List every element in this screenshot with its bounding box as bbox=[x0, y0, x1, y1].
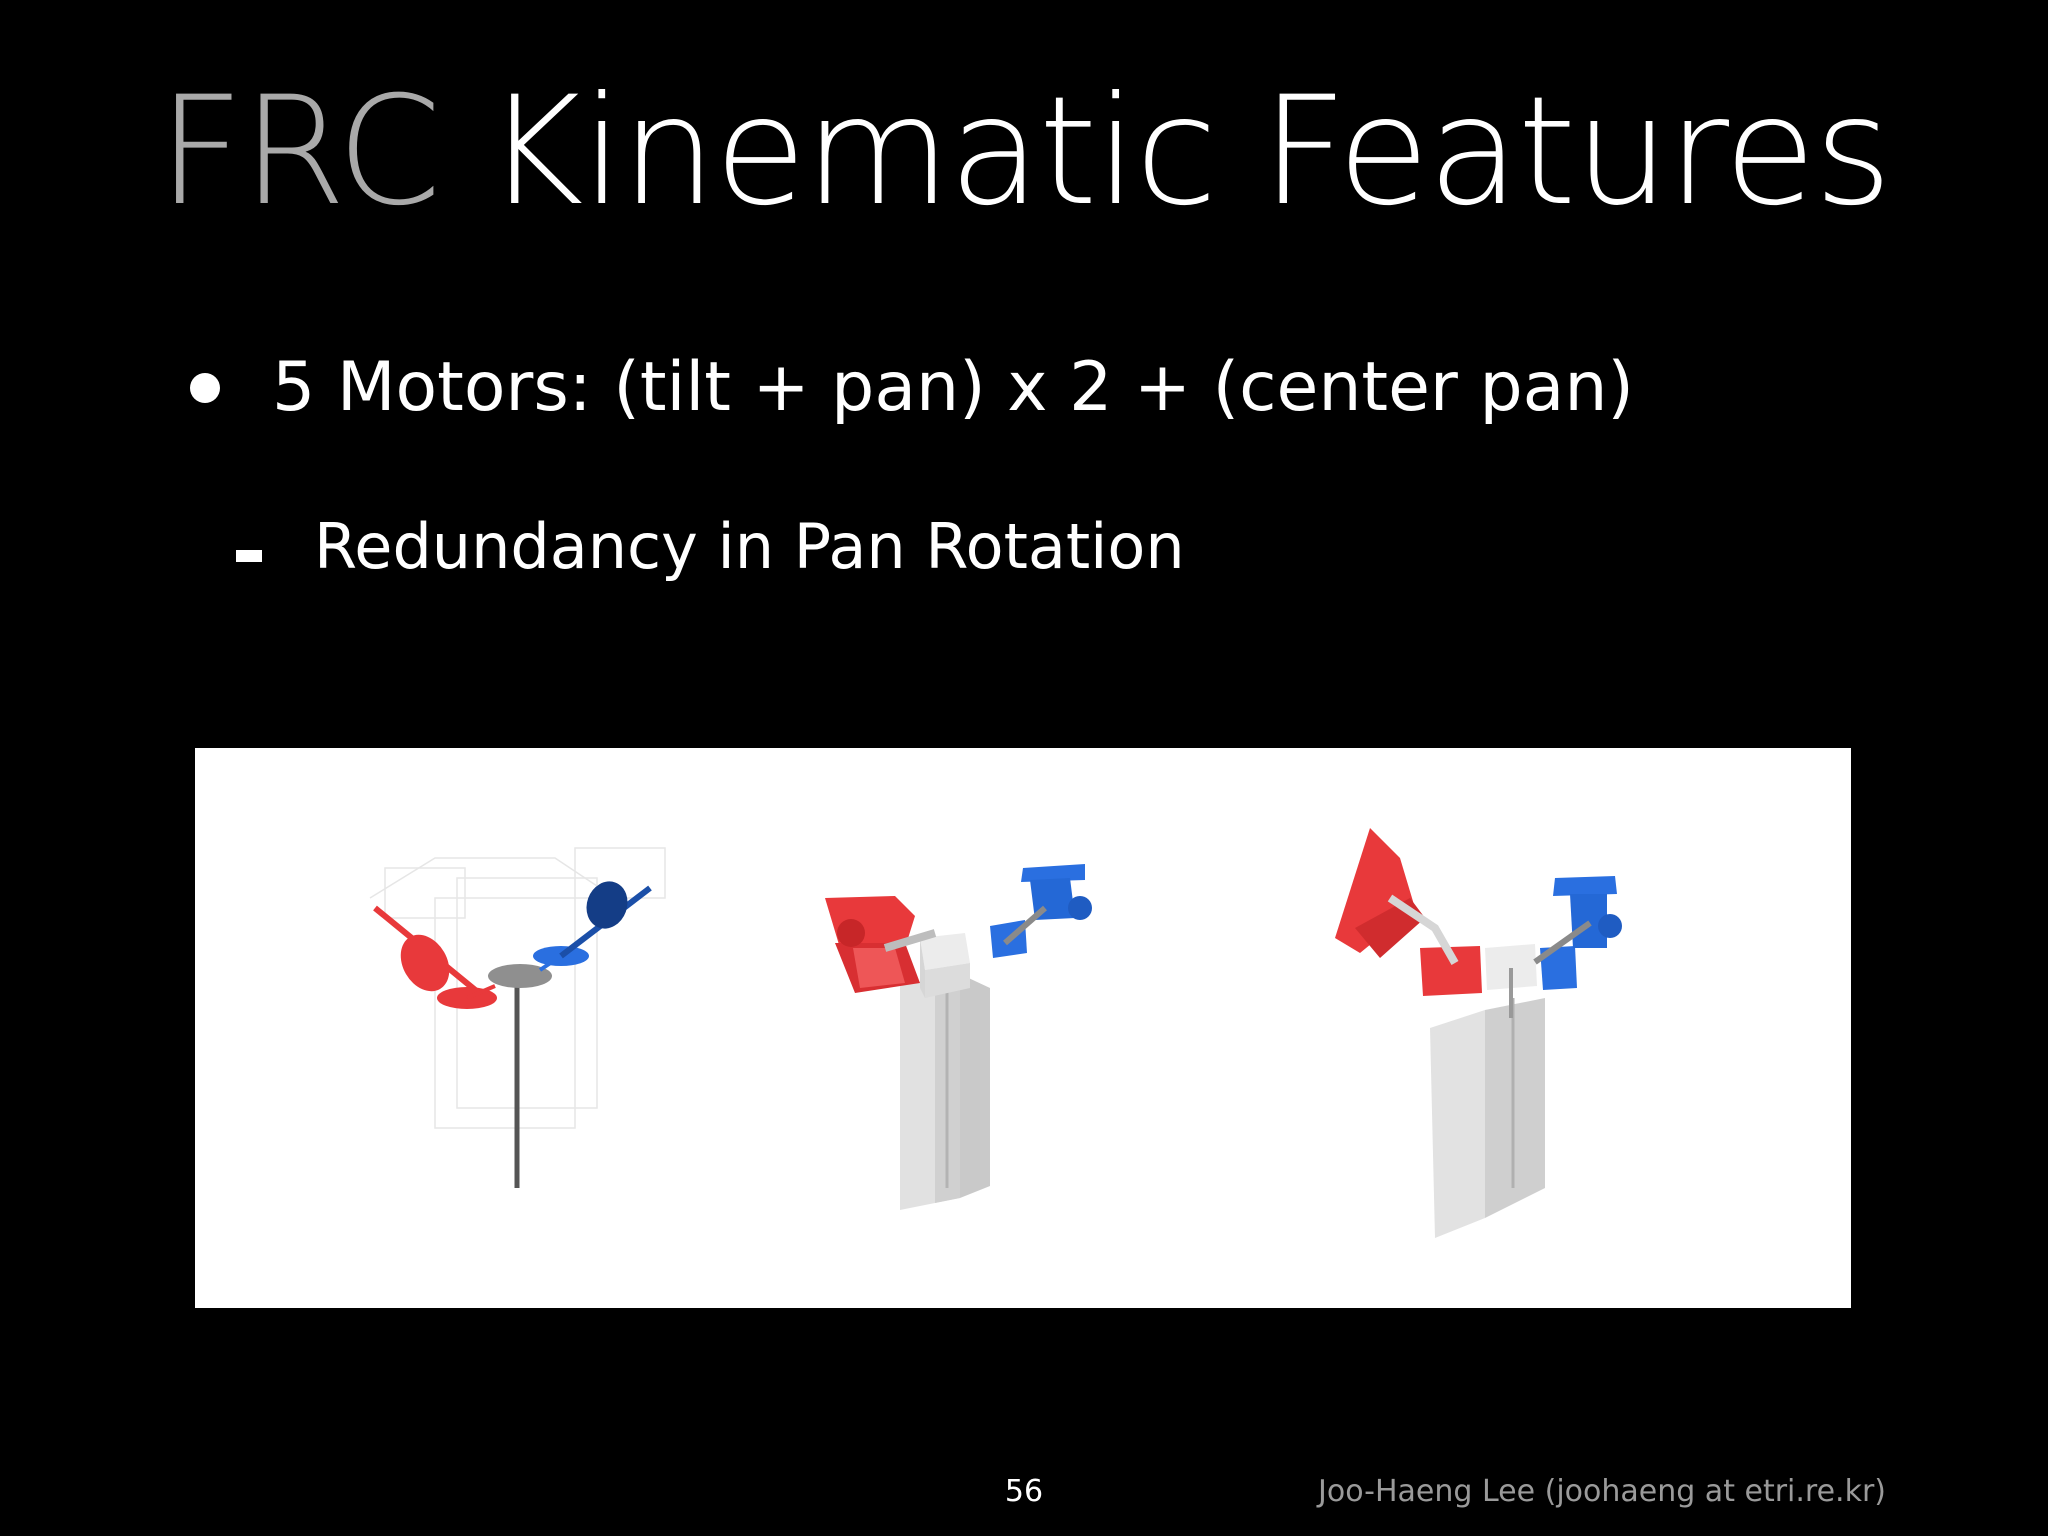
solid-model-pose-1 bbox=[825, 864, 1092, 1210]
author-credit: Joo-Haeng Lee (joohaeng at etri.re.kr) bbox=[1318, 1474, 1886, 1509]
bullet-text: 5 Motors: (tilt + pan) x 2 + (center pan… bbox=[272, 348, 1634, 427]
title-accent: FRC bbox=[157, 65, 442, 239]
dash-icon bbox=[236, 549, 262, 562]
page-number: 56 bbox=[1004, 1474, 1044, 1509]
sub-bullet-item: Redundancy in Pan Rotation bbox=[236, 510, 1185, 583]
bullet-item: 5 Motors: (tilt + pan) x 2 + (center pan… bbox=[190, 348, 1634, 427]
slide-title: FRC Kinematic Features bbox=[0, 70, 2048, 235]
title-main: Kinematic Features bbox=[485, 65, 1892, 239]
sub-bullet-text: Redundancy in Pan Rotation bbox=[314, 510, 1185, 583]
wireframe-kinematic-diagram bbox=[369, 847, 666, 1188]
robot-kinematics-figure bbox=[195, 748, 1851, 1308]
solid-model-pose-2 bbox=[1335, 828, 1622, 1238]
bullet-dot-icon bbox=[190, 372, 220, 403]
